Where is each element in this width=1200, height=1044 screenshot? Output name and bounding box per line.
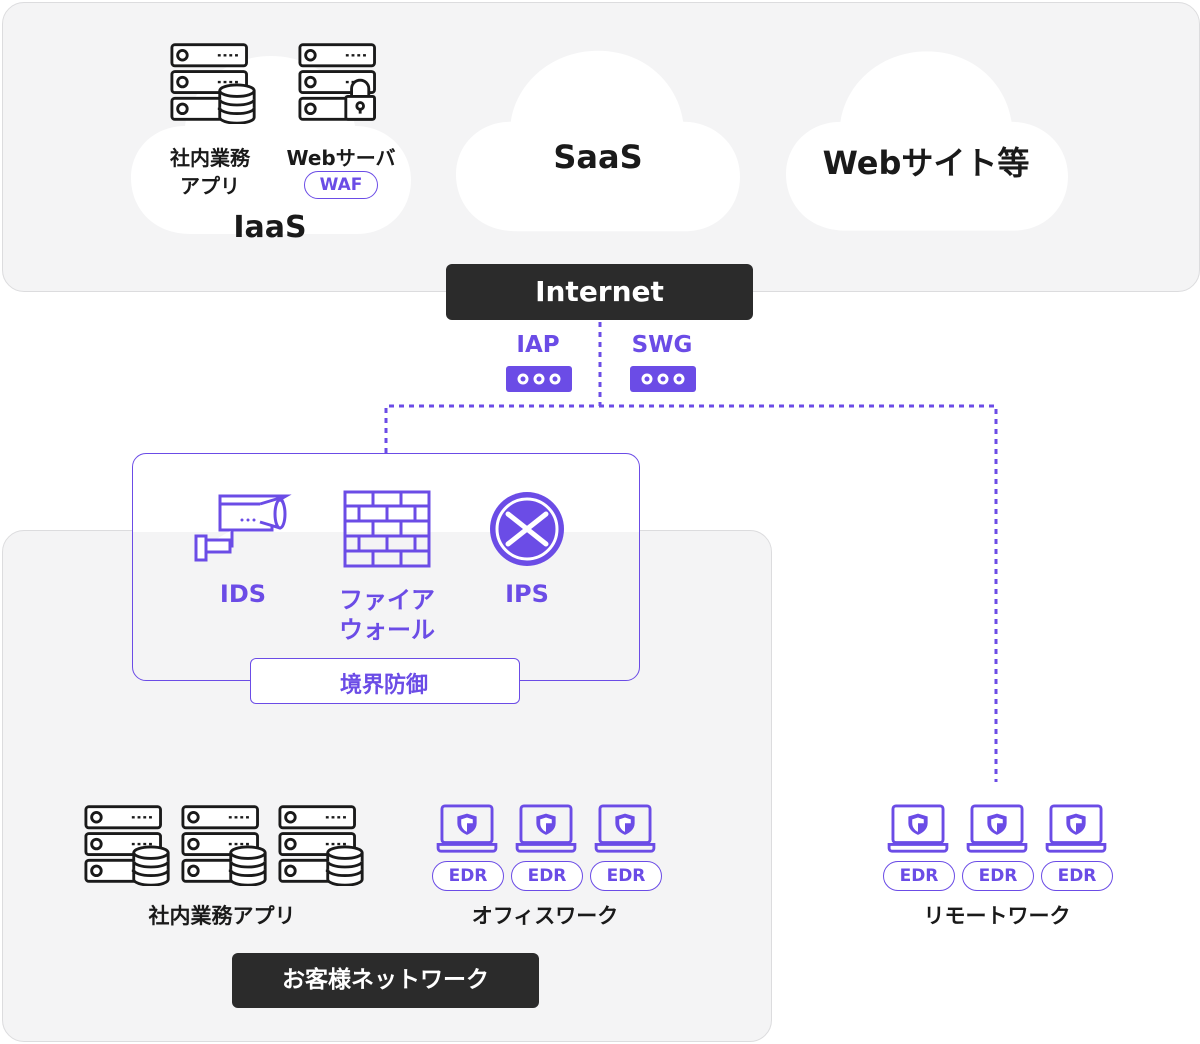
iaas-label: IaaS xyxy=(233,210,307,245)
office-work-label: オフィスワーク xyxy=(471,904,619,928)
firewall-label-2: ウォール xyxy=(339,616,435,644)
laptop-shield-icon xyxy=(1045,804,1107,856)
edr-badge: EDR xyxy=(432,861,504,891)
database-server-icon xyxy=(84,804,172,886)
edr-badge: EDR xyxy=(511,861,583,891)
laptop-shield-icon xyxy=(594,804,656,856)
iap-gateway-icon xyxy=(506,366,572,392)
database-server-icon xyxy=(181,804,269,886)
web-server-label: Webサーバ xyxy=(286,146,396,170)
iap-label: IAP xyxy=(516,332,560,358)
edr-badge: EDR xyxy=(883,861,955,891)
edr-badge: EDR xyxy=(590,861,662,891)
firewall-label-1: ファイア xyxy=(339,586,435,614)
iaas-app-label-1: 社内業務 xyxy=(170,146,250,170)
internal-apps-label: 社内業務アプリ xyxy=(148,904,296,928)
saas-label: SaaS xyxy=(553,138,643,176)
ips-label: IPS xyxy=(505,580,549,608)
laptop-shield-icon xyxy=(887,804,949,856)
edr-badge: EDR xyxy=(962,861,1034,891)
internet-bar: Internet xyxy=(446,264,753,320)
laptop-shield-icon xyxy=(436,804,498,856)
laptop-shield-icon xyxy=(966,804,1028,856)
firewall-brick-icon xyxy=(343,490,431,568)
perimeter-title: 境界防御 xyxy=(339,673,428,698)
ids-label: IDS xyxy=(219,580,267,608)
waf-badge: WAF xyxy=(304,171,378,199)
swg-label: SWG xyxy=(631,332,693,358)
websites-label: Webサイト等 xyxy=(822,144,1030,182)
ips-cross-icon xyxy=(488,490,566,568)
customer-network-title: お客様ネットワーク xyxy=(232,953,539,1008)
remote-work-label: リモートワーク xyxy=(923,904,1071,928)
swg-gateway-icon xyxy=(630,366,696,392)
laptop-shield-icon xyxy=(515,804,577,856)
database-server-icon xyxy=(278,804,366,886)
edr-badge: EDR xyxy=(1041,861,1113,891)
perimeter-title-badge xyxy=(250,658,520,704)
iaas-app-label-2: アプリ xyxy=(180,174,240,198)
camera-icon xyxy=(192,490,296,566)
